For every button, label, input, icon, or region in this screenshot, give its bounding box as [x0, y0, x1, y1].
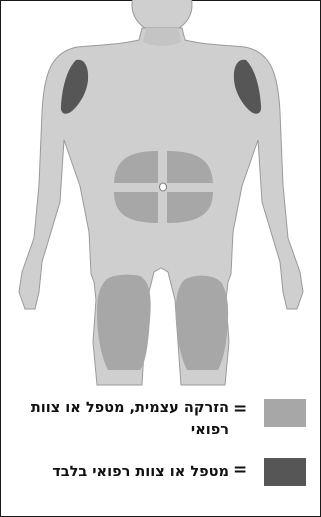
legend-equals-sign: = [233, 399, 247, 419]
legend-row-self-injection: הזרקה עצמית, מטפל או צוות רפואי = [0, 397, 321, 451]
right-thigh-region [176, 276, 228, 370]
body-figure [0, 0, 321, 400]
torso-and-legs [19, 28, 303, 385]
legend-row-caregiver-only: מטפל או צוות רפואי בלבד = [0, 461, 321, 515]
left-thigh-region [97, 275, 151, 370]
legend-swatch-light [264, 399, 306, 427]
legend-label-self-injection: הזרקה עצמית, מטפל או צוות רפואי [23, 397, 229, 441]
body-silhouette [19, 0, 303, 385]
neck [143, 28, 181, 46]
navel [160, 183, 167, 191]
legend-label-caregiver-only: מטפל או צוות רפואי בלבד [23, 461, 229, 483]
legend-swatch-dark [264, 458, 306, 486]
legend-equals-sign: = [233, 460, 247, 480]
